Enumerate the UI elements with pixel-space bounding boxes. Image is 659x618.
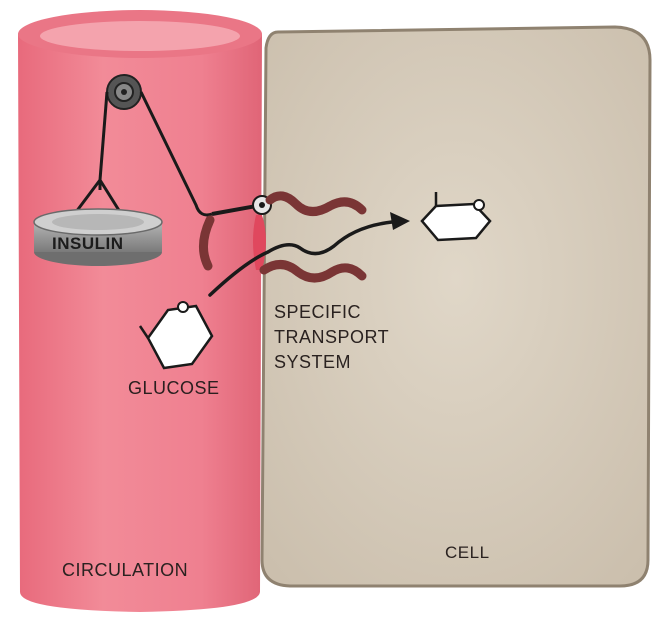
- transport-system-label: SPECIFIC TRANSPORT SYSTEM: [274, 300, 434, 375]
- transport-label-line-3: SYSTEM: [274, 350, 434, 375]
- circulation-label: CIRCULATION: [62, 560, 188, 581]
- blood-vessel: [18, 10, 266, 612]
- glucose-label: GLUCOSE: [128, 378, 220, 399]
- pulley-icon: [107, 75, 141, 109]
- insulin-label: INSULIN: [52, 234, 124, 254]
- cell-label: CELL: [445, 543, 490, 563]
- transport-label-line-1: SPECIFIC: [274, 300, 434, 325]
- transport-label-line-2: TRANSPORT: [274, 325, 434, 350]
